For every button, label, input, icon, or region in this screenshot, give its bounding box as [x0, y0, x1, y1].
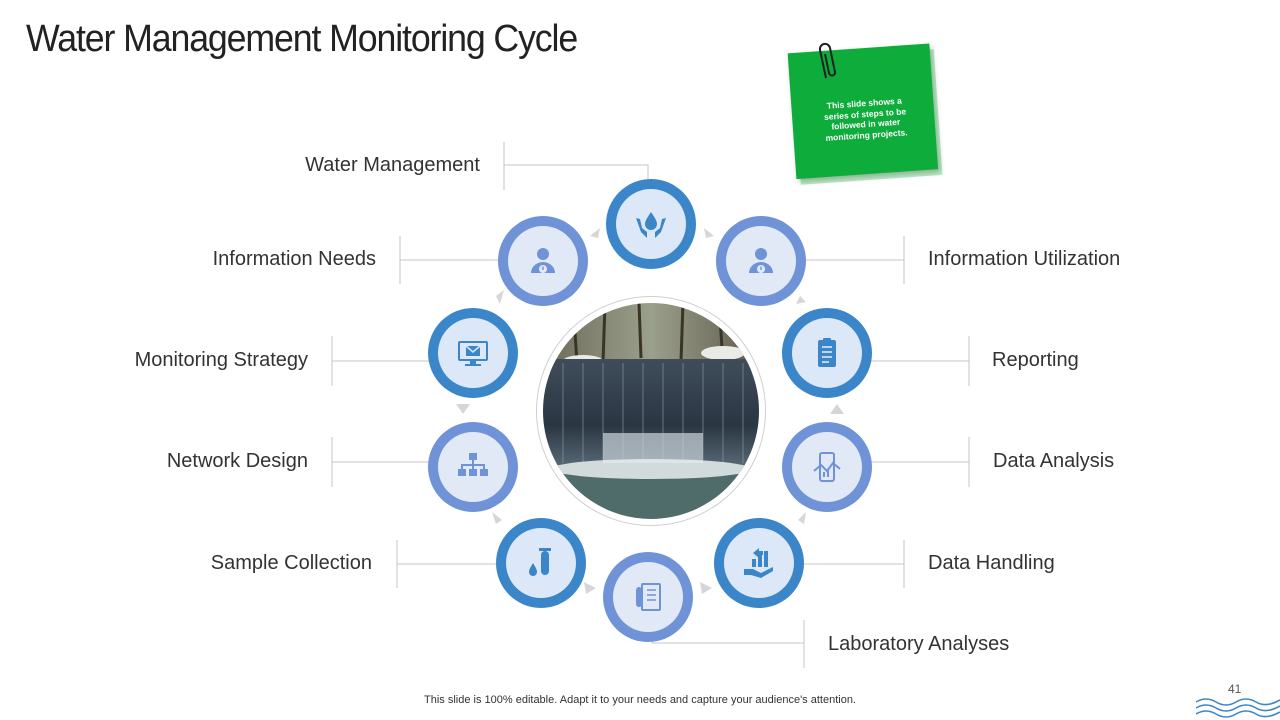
monitor-mail-icon: [458, 341, 488, 366]
step-label-sample-collection: Sample Collection: [210, 552, 372, 574]
step-label-data-analysis: Data Analysis: [993, 450, 1115, 472]
step-node-monitoring-strategy[interactable]: [428, 308, 518, 398]
step-label-information-utilization: Information Utilization: [928, 248, 1121, 270]
user-info-icon: [531, 248, 555, 273]
step-label-water-management: Water Management: [305, 154, 480, 176]
paperclip-icon: [818, 42, 836, 79]
step-node-network-design[interactable]: [428, 422, 518, 512]
step-node-sample-collection[interactable]: [496, 518, 586, 608]
step-label-monitoring-strategy: Monitoring Strategy: [134, 349, 308, 371]
footer-text: This slide is 100% editable. Adapt it to…: [424, 694, 856, 706]
step-node-water-management[interactable]: [606, 179, 696, 269]
page-number: 41: [1228, 682, 1242, 696]
step-label-laboratory-analyses: Laboratory Analyses: [828, 633, 1010, 655]
step-node-reporting[interactable]: [782, 308, 872, 398]
step-node-information-needs[interactable]: [498, 216, 588, 306]
waterfall-photo: [543, 303, 759, 519]
step-label-information-needs: Information Needs: [212, 248, 376, 270]
step-node-information-utilization[interactable]: [716, 216, 806, 306]
clipboard-report-icon: [818, 338, 836, 367]
slide-title: Water Management Monitoring Cycle: [26, 18, 578, 60]
org-hierarchy-icon: [458, 453, 488, 476]
step-label-network-design: Network Design: [166, 450, 308, 472]
center-photo-frame: [536, 296, 766, 526]
hands-water-drop-icon: [636, 212, 666, 238]
waves-logo-icon: [1196, 698, 1280, 718]
step-node-laboratory-analyses[interactable]: [603, 552, 693, 642]
step-node-data-analysis[interactable]: [782, 422, 872, 512]
sticky-note-text: This slide shows a series of steps to be…: [823, 95, 908, 143]
sticky-note: This slide shows a series of steps to be…: [787, 43, 947, 185]
hand-growth-chart-icon: [744, 548, 773, 578]
test-tube-document-icon: [636, 583, 661, 611]
user-info-icon: [749, 248, 773, 273]
step-label-reporting: Reporting: [992, 349, 1079, 371]
step-label-data-handling: Data Handling: [928, 552, 1055, 574]
step-node-data-handling[interactable]: [714, 518, 804, 608]
mobile-chart-icon: [813, 452, 841, 482]
test-tube-drops-icon: [529, 548, 551, 576]
